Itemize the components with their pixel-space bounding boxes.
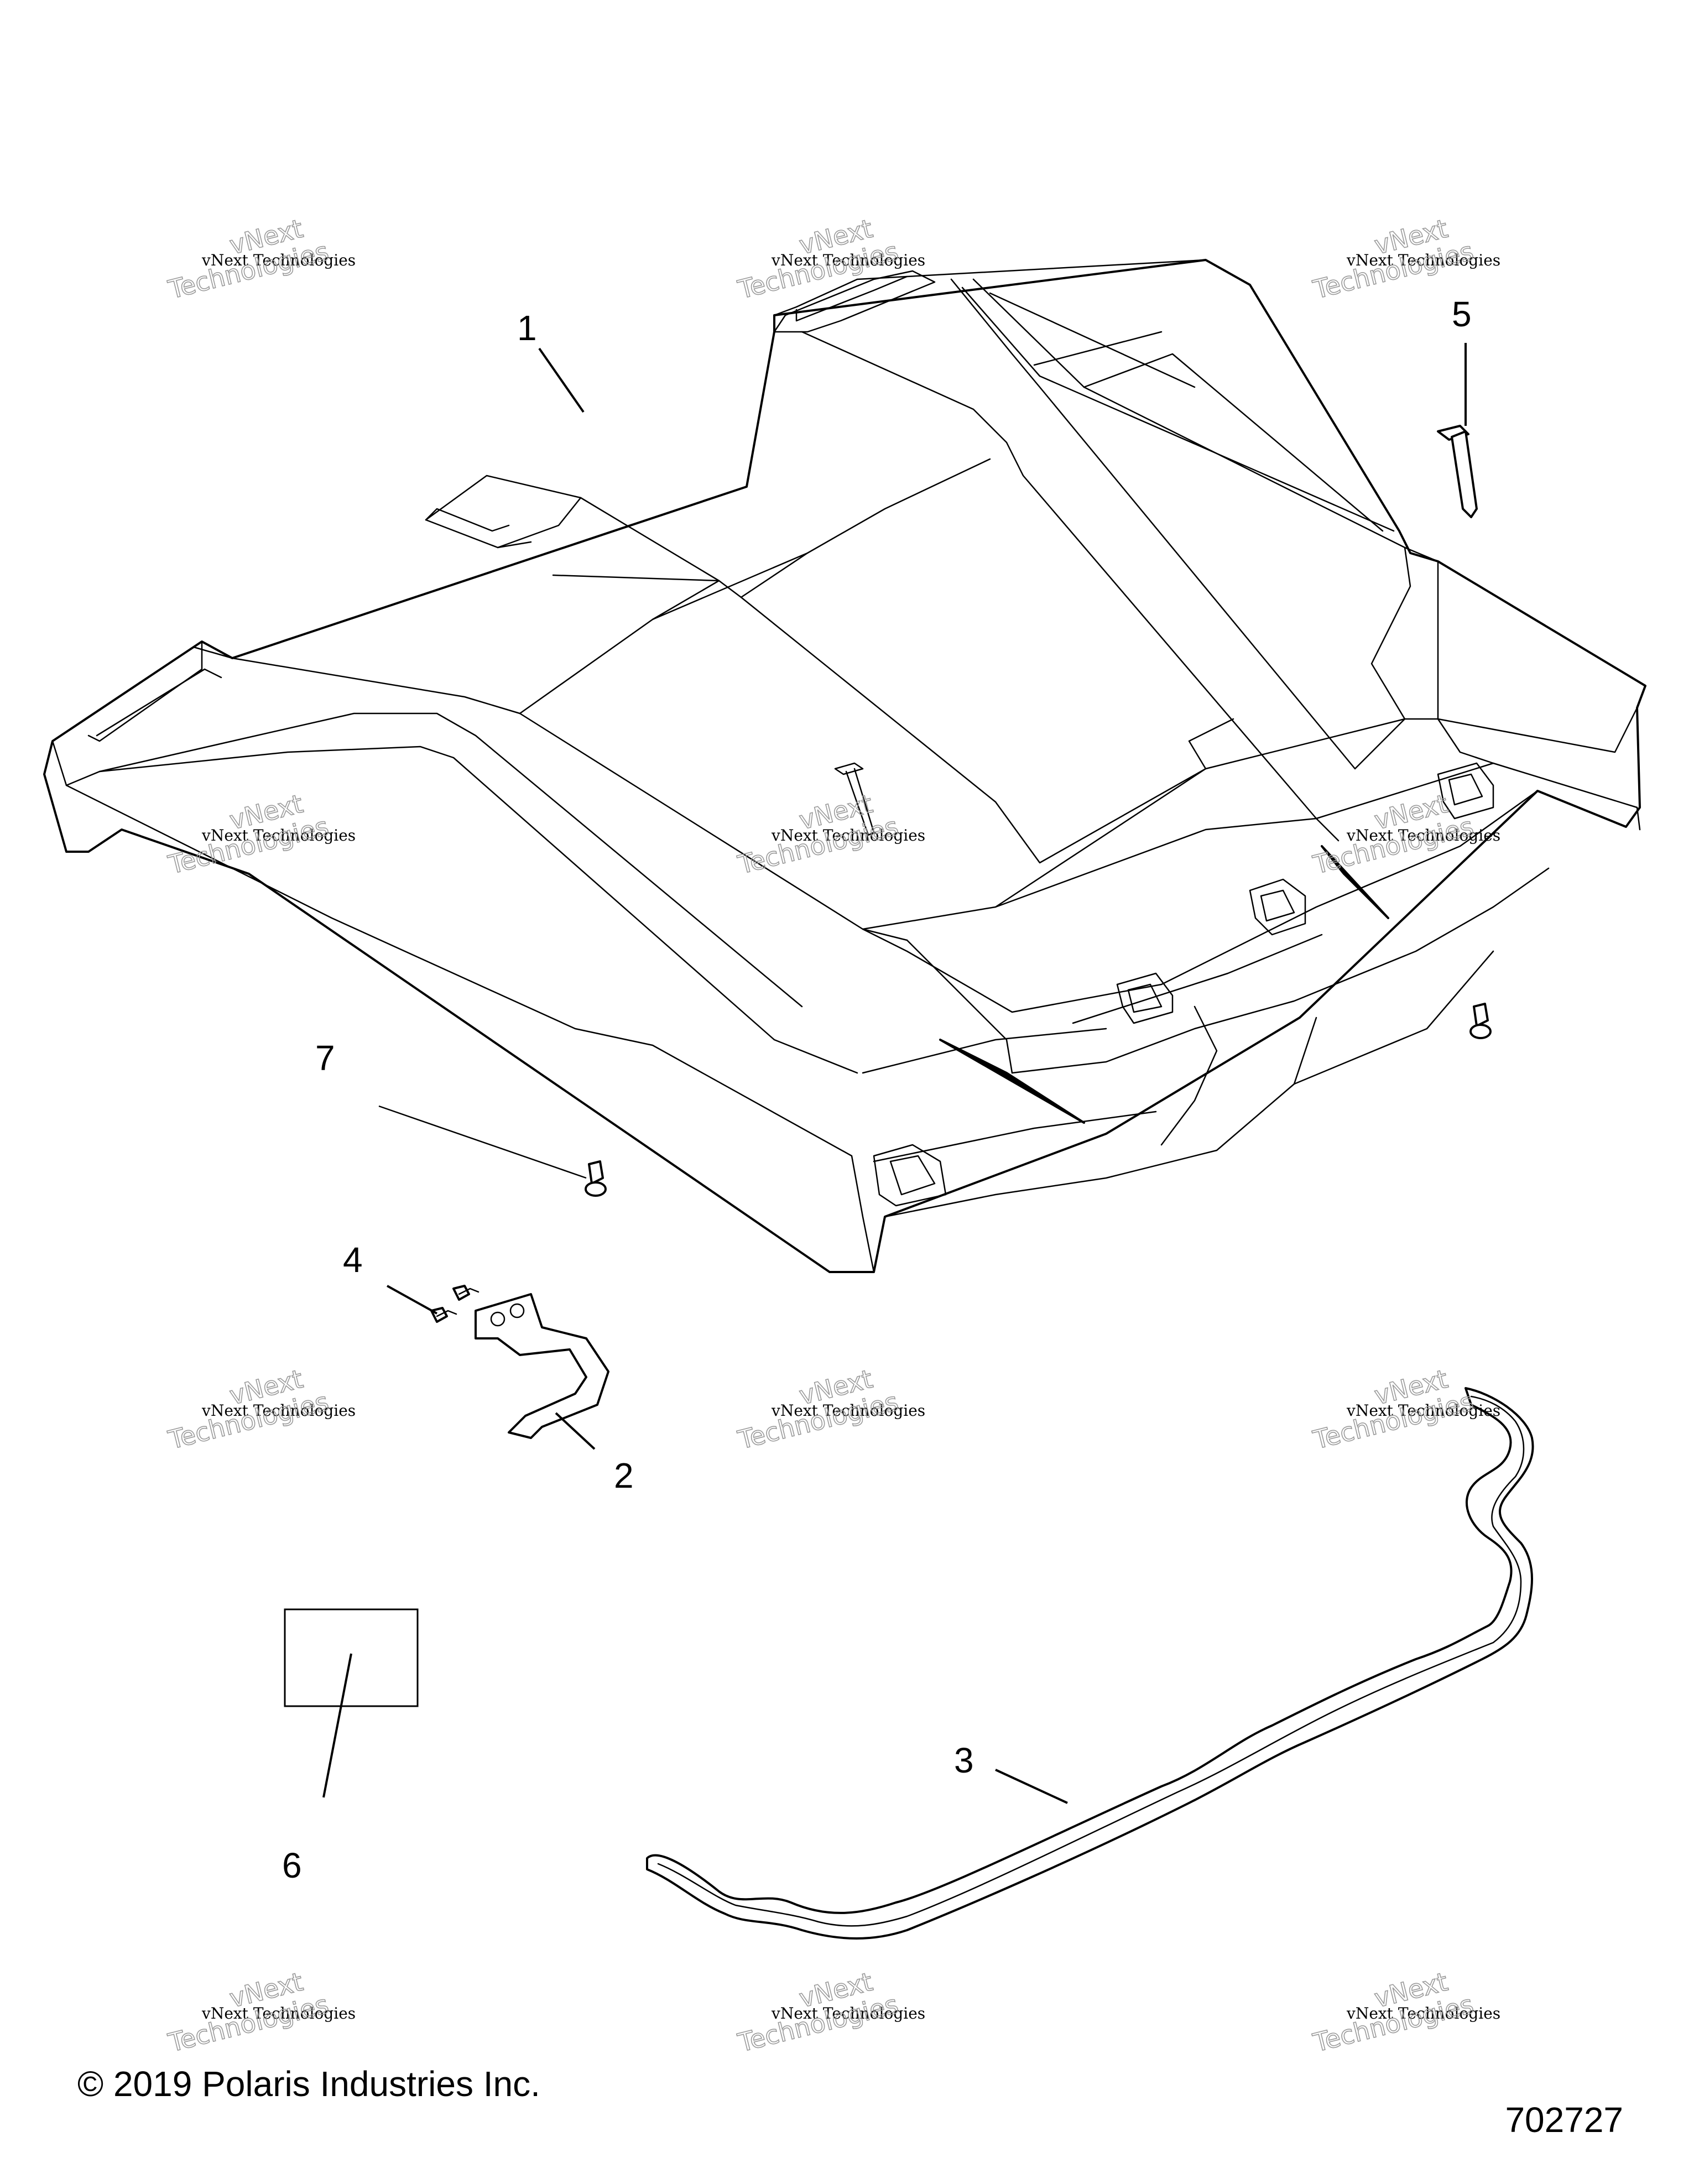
watermark-line: vNext Technologies [201,1401,356,1420]
callout-labels: 1 2 3 4 5 6 7 [282,294,1472,1885]
watermark-line: vNext Technologies [771,1401,925,1420]
callout-7: 7 [315,1038,335,1078]
watermark-line: vNext Technologies [1346,1401,1500,1420]
leader-lines [322,343,1467,1804]
watermark-line: vNext Technologies [1346,2004,1500,2023]
callout-4: 4 [343,1240,363,1280]
screw-7-part[interactable] [585,1003,1492,1197]
screw-parts[interactable] [430,1285,480,1323]
watermark-line: vNext Technologies [771,826,925,845]
watermark-line: vNext Technologies [771,2004,925,2023]
watermark-line: vNext Technologies [1346,251,1500,269]
copyright-text: © 2019 Polaris Industries Inc. [77,2064,540,2104]
roof-part[interactable] [43,259,1646,1273]
diagram-number: 702727 [1505,2100,1623,2140]
bracket-part[interactable] [475,1293,609,1439]
watermark-line: vNext Technologies [201,251,356,269]
watermark-line: vNext Technologies [201,2004,356,2023]
callout-2: 2 [614,1456,634,1495]
callout-1: 1 [517,308,537,348]
callout-5: 5 [1452,294,1472,334]
seal-part[interactable] [646,1387,1534,1940]
callout-3: 3 [954,1740,974,1780]
callout-6: 6 [282,1846,302,1885]
watermark-line: vNext Technologies [771,251,925,269]
watermark-line: vNext Technologies [201,826,356,845]
pushpin-part[interactable] [1437,425,1478,518]
watermark-line: vNext Technologies [1346,826,1500,845]
